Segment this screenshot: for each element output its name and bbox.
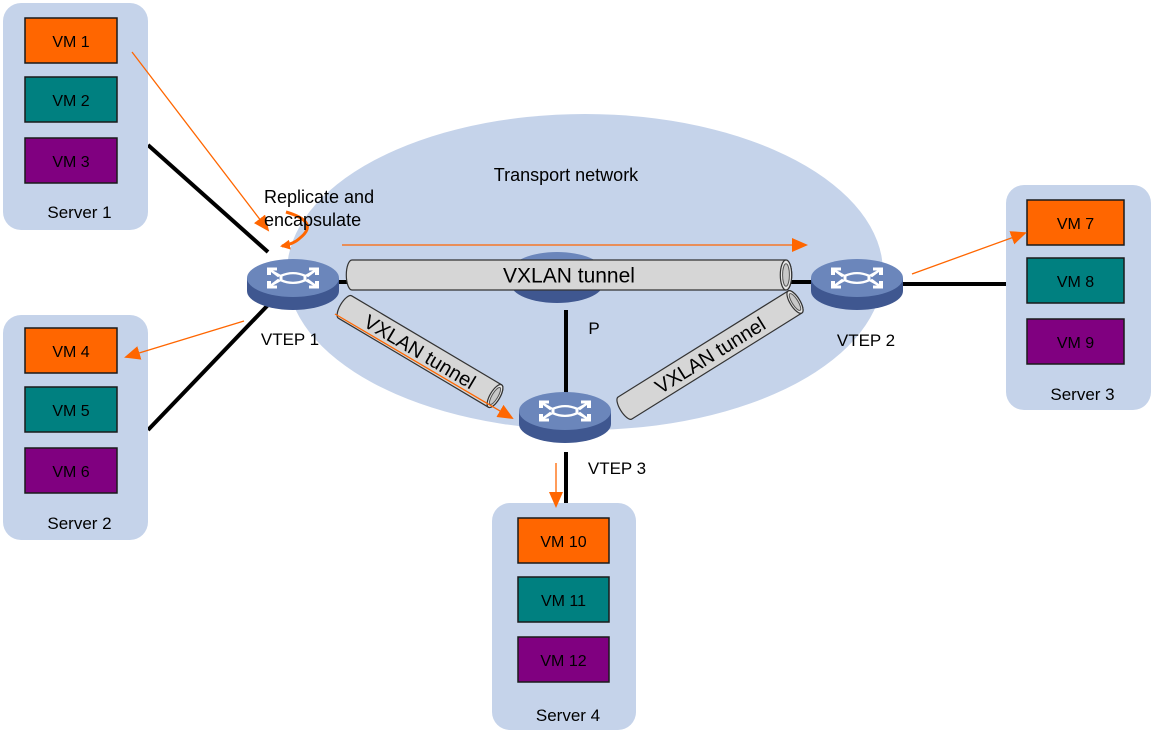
vm-label: VM 7 (1057, 216, 1094, 233)
vm-vm4[interactable]: VM 4 (24, 327, 118, 374)
server-label: Server 4 (536, 706, 600, 725)
tunnel-end-inner (788, 293, 802, 311)
vm-vm9[interactable]: VM 9 (1026, 318, 1125, 365)
vm-label: VM 10 (540, 534, 586, 551)
vm-box (517, 636, 610, 683)
vm-label: VM 1 (52, 34, 89, 51)
router-vtep1[interactable]: VTEP 1 (247, 259, 339, 349)
server-4: VM 10 VM 11 VM 12 Server 4 (492, 503, 636, 730)
replicate-annotation-line2: encapsulate (264, 210, 361, 230)
device-label: VTEP 2 (837, 331, 895, 350)
vm-box (517, 576, 610, 623)
replicate-annotation-line1: Replicate and (264, 187, 374, 207)
vm-box (24, 17, 118, 64)
vm-box (1026, 199, 1125, 246)
vm-vm1[interactable]: VM 1 (24, 17, 118, 64)
vm-box (1026, 318, 1125, 365)
vm-vm12[interactable]: VM 12 (517, 636, 610, 683)
vm-box (1026, 257, 1125, 304)
server-label: Server 3 (1050, 385, 1114, 404)
vm-box (24, 386, 118, 433)
vm-label: VM 4 (52, 344, 89, 361)
device-label: VTEP 1 (261, 330, 319, 349)
server-2: VM 4 VM 5 VM 6 Server 2 (3, 315, 148, 540)
vm-box (24, 447, 118, 494)
router-vtep2[interactable]: VTEP 2 (811, 259, 903, 350)
vm-box (517, 517, 610, 564)
vm-vm8[interactable]: VM 8 (1026, 257, 1125, 304)
vxlan-tunnel: VXLAN tunnel (345, 259, 793, 291)
vm-vm11[interactable]: VM 11 (517, 576, 610, 623)
router-top (519, 392, 611, 430)
flow-arrows (124, 51, 1027, 508)
device-label: VTEP 3 (588, 459, 646, 478)
vm-label: VM 6 (52, 464, 89, 481)
server-3: VM 7 VM 8 VM 9 Server 3 (1006, 185, 1151, 410)
vm-vm3[interactable]: VM 3 (24, 137, 118, 184)
replicate-loop-arrow (280, 210, 309, 250)
server-1: VM 1 VM 2 VM 3 Server 1 (3, 3, 148, 230)
tunnel-label: VXLAN tunnel (503, 265, 635, 288)
vm-box (24, 327, 118, 374)
router-top (811, 259, 903, 297)
vm-box (24, 137, 118, 184)
vm-vm5[interactable]: VM 5 (24, 386, 118, 433)
vm-vm10[interactable]: VM 10 (517, 517, 610, 564)
tunnel-end-inner (782, 263, 790, 287)
vm-vm2[interactable]: VM 2 (24, 76, 118, 123)
flow-vtep1-to-vtep3 (334, 313, 514, 420)
link-server2-vtep1 (146, 303, 270, 432)
vm-vm7[interactable]: VM 7 (1026, 199, 1125, 246)
router-top (247, 259, 339, 297)
transport-network-label: Transport network (494, 165, 639, 185)
vm-label: VM 3 (52, 154, 89, 171)
flow-vtep1-to-vm4 (124, 320, 245, 360)
flow-vtep2-to-vm7 (911, 231, 1027, 275)
vm-label: VM 11 (541, 593, 586, 610)
link-server1-vtep1 (146, 143, 270, 254)
vm-label: VM 2 (52, 93, 89, 110)
server-label: Server 1 (47, 203, 111, 222)
device-label: P (588, 319, 599, 338)
vm-label: VM 9 (1057, 335, 1094, 352)
flow-vm1-to-vtep1 (131, 51, 270, 232)
vm-vm6[interactable]: VM 6 (24, 447, 118, 494)
vm-label: VM 8 (1057, 274, 1094, 291)
router-vtep3[interactable]: VTEP 3 (519, 392, 646, 478)
vm-box (24, 76, 118, 123)
server-label: Server 2 (47, 514, 111, 533)
vm-label: VM 5 (52, 403, 89, 420)
vm-label: VM 12 (540, 653, 586, 670)
